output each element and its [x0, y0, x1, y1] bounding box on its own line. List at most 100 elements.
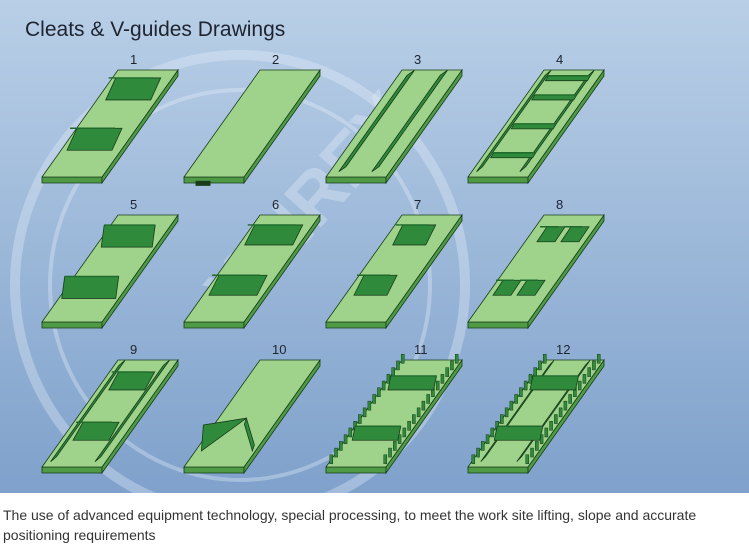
- sidewall-corrugation: [554, 414, 558, 424]
- sidewall-corrugation: [343, 434, 348, 444]
- chevron-arm: [243, 416, 255, 453]
- sidewall-corrugation: [440, 374, 445, 384]
- sidewall-corrugation: [396, 360, 400, 371]
- panel-label-2: 2: [272, 52, 279, 67]
- belt-edge: [467, 466, 529, 474]
- sidewall-corrugation: [485, 434, 490, 444]
- sidewall-corrugation: [535, 441, 539, 451]
- panel-label-9: 9: [130, 342, 137, 357]
- sidewall-corrugation: [568, 394, 572, 404]
- cleat: [516, 279, 546, 296]
- panel-label-11: 11: [414, 342, 428, 357]
- sidewall-corrugation: [538, 360, 542, 371]
- sidewall-corrugation: [416, 407, 421, 418]
- cleat: [208, 274, 268, 296]
- panel-label-3: 3: [414, 52, 421, 67]
- sidewall-corrugation: [407, 421, 411, 431]
- sidewall-corrugation: [490, 427, 495, 438]
- sidewall-corrugation: [471, 454, 476, 465]
- sidewall-corrugation: [476, 447, 480, 458]
- panel-label-10: 10: [272, 342, 286, 357]
- cleat: [544, 75, 592, 82]
- sidewall-corrugation: [514, 394, 518, 404]
- sidewall-corrugation: [377, 387, 381, 397]
- v-guide: [94, 360, 170, 462]
- panel-label-7: 7: [414, 197, 421, 212]
- sidewall-corrugation: [577, 380, 582, 391]
- underside-guide: [195, 180, 211, 186]
- belt-edge: [325, 176, 387, 184]
- chevron-arm: [200, 417, 247, 452]
- sidewall-corrugation: [381, 380, 386, 391]
- sidewall-corrugation: [372, 394, 376, 404]
- cleat: [510, 123, 557, 130]
- sidewall-corrugation: [421, 400, 426, 411]
- sidewall-corrugation: [445, 367, 449, 377]
- belt-panel-11: 11: [325, 342, 463, 475]
- sidewall-corrugation: [549, 421, 553, 431]
- belt-panel-8: 8: [467, 197, 605, 330]
- panel-label-6: 6: [272, 197, 279, 212]
- cleat: [61, 276, 120, 299]
- sidewall-corrugation: [348, 427, 353, 438]
- sidewall-corrugation: [388, 447, 392, 458]
- sidewall-corrugation: [454, 353, 459, 364]
- belt-panel-4: 4: [467, 52, 605, 185]
- sidewall-corrugation: [530, 447, 534, 458]
- sidewall-corrugation: [400, 353, 405, 364]
- belt-panel-6: 6: [183, 197, 321, 330]
- sidewall-corrugation: [596, 353, 601, 364]
- cleat: [392, 224, 437, 246]
- sidewall-corrugation: [334, 447, 338, 458]
- belt-edge: [467, 176, 529, 184]
- belt-panel-12: 12: [467, 342, 605, 475]
- belt-edge: [467, 321, 529, 329]
- sidewall-corrugation: [412, 414, 416, 424]
- belt-edge: [325, 321, 387, 329]
- cleat: [66, 127, 123, 151]
- v-guide: [476, 70, 552, 172]
- sidewall-corrugation: [509, 400, 514, 411]
- sidewall-corrugation: [500, 414, 504, 424]
- sidewall-corrugation: [358, 414, 362, 424]
- sidewall-corrugation: [393, 441, 397, 451]
- belt-edge: [183, 321, 245, 329]
- sidewall-corrugation: [542, 353, 547, 364]
- sidewall-corrugation: [525, 454, 530, 465]
- watermark-logo: [10, 50, 470, 493]
- belt-panel-1: 1: [41, 52, 179, 185]
- cleat: [531, 94, 578, 101]
- figure-title: Cleats & V-guides Drawings: [25, 18, 285, 41]
- sidewall-corrugation: [402, 427, 407, 438]
- cleat: [72, 421, 120, 441]
- sidewall-corrugation: [592, 360, 596, 371]
- cleat: [560, 226, 590, 243]
- sidewall-corrugation: [339, 441, 343, 451]
- sidewall-corrugation: [362, 407, 367, 418]
- cleat: [108, 371, 156, 391]
- belt-surface: [183, 69, 321, 178]
- caption-text: The use of advanced equipment technology…: [3, 507, 697, 543]
- cleat: [100, 224, 156, 248]
- sidewall-corrugation: [481, 441, 485, 451]
- cleat: [351, 425, 402, 441]
- belt-edge: [41, 466, 103, 474]
- belt-panel-10: 10: [183, 342, 321, 475]
- panel-label-1: 1: [130, 52, 137, 67]
- belt-surface: [183, 359, 321, 468]
- belt-edge: [183, 466, 245, 474]
- sidewall-corrugation: [367, 400, 372, 411]
- belt-panel-7: 7: [325, 197, 463, 330]
- panel-label-5: 5: [130, 197, 137, 212]
- sidewall-corrugation: [450, 360, 454, 371]
- sidewall-corrugation: [504, 407, 509, 418]
- sidewall-corrugation: [426, 394, 430, 404]
- sidewall-corrugation: [563, 400, 568, 411]
- sidewall-corrugation: [329, 454, 334, 465]
- panel-label-12: 12: [556, 342, 570, 357]
- sidewall-corrugation: [558, 407, 563, 418]
- belt-panel-9: 9: [41, 342, 179, 475]
- panel-label-8: 8: [556, 197, 563, 212]
